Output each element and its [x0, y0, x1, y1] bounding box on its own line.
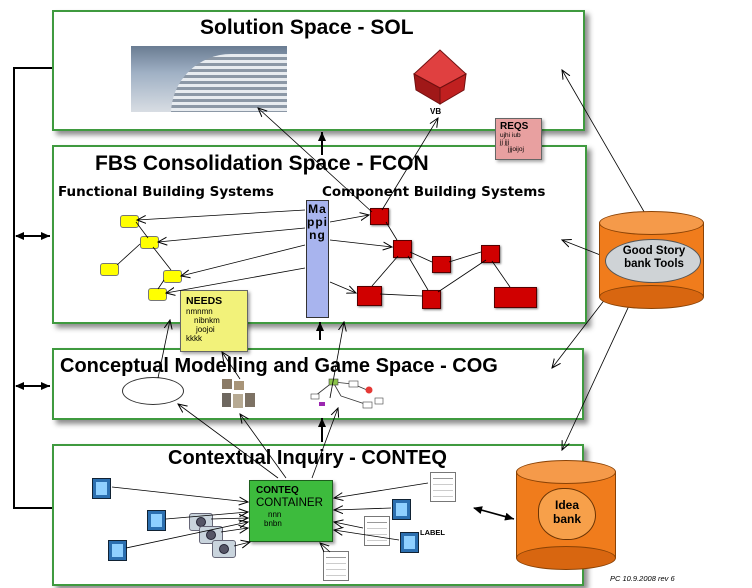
component-node — [494, 287, 537, 308]
video-file-icon — [392, 499, 411, 520]
camera-icon — [199, 526, 223, 544]
sol-title: Solution Space - SOL — [200, 16, 414, 39]
mapping-box — [306, 200, 329, 318]
conteq-title: Contextual Inquiry - CONTEQ — [168, 447, 447, 469]
needs-line-3: joojoi — [196, 325, 215, 334]
document-icon — [323, 551, 349, 581]
needs-line-2: nibnkm — [194, 316, 220, 325]
building-image — [131, 46, 287, 112]
idea-cloud — [538, 488, 596, 540]
component-node — [481, 245, 500, 263]
story-bank-label: Good Story bank Tools — [622, 245, 686, 270]
file-label: LABEL — [420, 528, 445, 537]
reqs-line-3: jjjoijoj — [508, 146, 524, 153]
container-line-1: CONTEQ — [256, 485, 299, 496]
cog-title: Conceptual Modelling and Game Space - CO… — [60, 355, 498, 377]
video-file-icon — [108, 540, 127, 561]
conteq-container: CONTEQ CONTAINER nnn bnbn — [249, 480, 333, 542]
container-line-4: bnbn — [264, 519, 282, 528]
reqs-line-1: ujhi iub — [500, 132, 521, 139]
component-node — [357, 286, 382, 306]
idea-bank-cylinder: Idea bank — [516, 460, 616, 570]
functional-building-systems-label: Functional Building Systems — [58, 184, 274, 200]
component-building-systems-label: Component Building Systems — [322, 184, 546, 200]
idea-bank-label: Idea bank — [552, 498, 581, 526]
document-icon — [364, 516, 390, 546]
fcon-title: FBS Consolidation Space - FCON — [95, 152, 429, 175]
document-icon — [430, 472, 456, 502]
vb-label: VB — [430, 107, 442, 116]
container-line-2: CONTAINER — [256, 497, 323, 509]
cog-network-diagram — [310, 378, 384, 409]
function-node — [100, 263, 119, 276]
cog-ellipse — [122, 377, 184, 405]
needs-line-4: kkkk — [186, 334, 202, 343]
container-line-3: nnn — [268, 510, 282, 519]
video-file-icon — [400, 532, 419, 553]
cog-photo-grid — [222, 379, 255, 411]
reqs-line-2: jj jjj — [500, 139, 510, 146]
footer-note: PC 10.9.2008 rev 6 — [610, 574, 675, 583]
needs-line-1: nmnmn — [186, 307, 213, 316]
video-file-icon — [147, 510, 166, 531]
needs-title: NEEDS — [186, 295, 223, 307]
component-node — [432, 256, 451, 273]
video-file-icon — [92, 478, 111, 499]
reqs-note: REQS ujhi iub jj jjj jjjoijoj — [495, 118, 542, 160]
camera-icon — [212, 540, 236, 558]
needs-note: NEEDS nmnmn nibnkm joojoi kkkk — [180, 290, 248, 352]
vb-house-icon — [413, 49, 467, 105]
component-node — [370, 208, 389, 225]
reqs-title: REQS — [500, 121, 529, 132]
component-node — [422, 290, 441, 309]
mapping-label: Mapping — [307, 202, 328, 243]
story-bank-cylinder: Good Story bank Tools — [599, 211, 704, 309]
component-node — [393, 240, 412, 258]
